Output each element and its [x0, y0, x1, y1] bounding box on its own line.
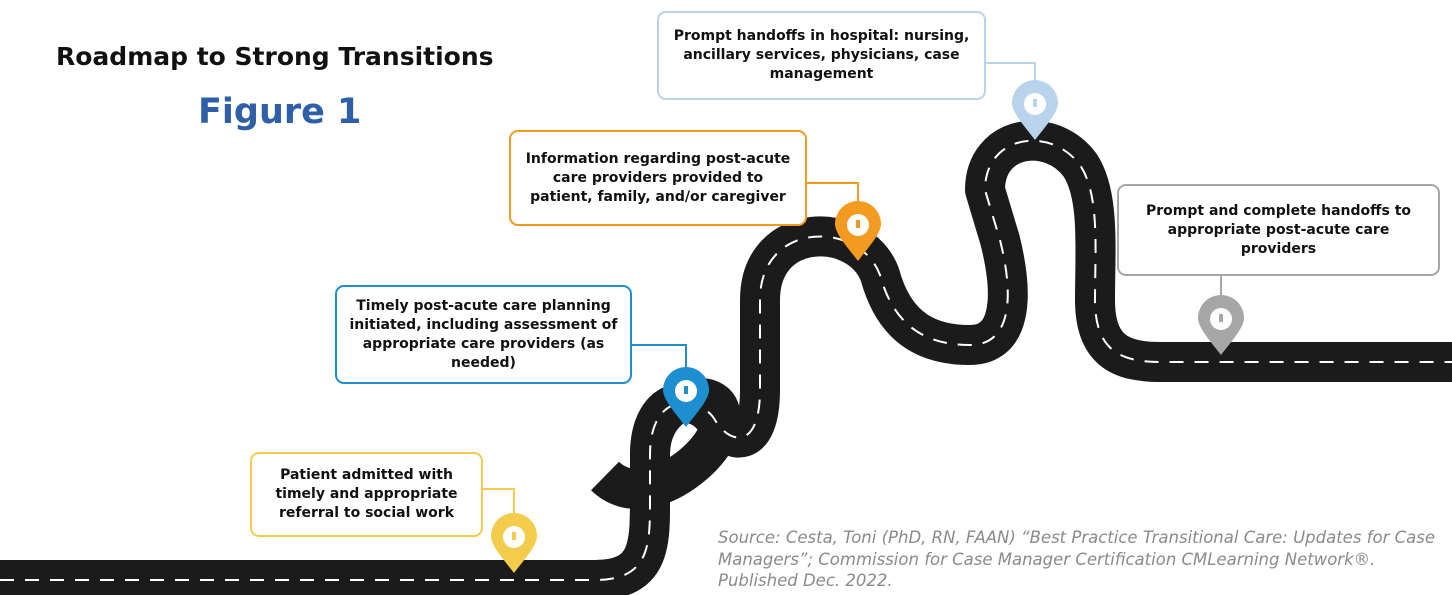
- step-3-box: Information regarding post-acute care pr…: [509, 130, 807, 226]
- step-4-connector: [986, 62, 1036, 81]
- connectors: [483, 62, 1222, 514]
- step-2-connector: [632, 344, 687, 368]
- location-pin-icon: [835, 201, 881, 261]
- step-2-box: Timely post-acute care planning initiate…: [335, 285, 632, 384]
- step-2-text: Timely post-acute care planning initiate…: [349, 297, 618, 371]
- figure-label: Figure 1: [198, 92, 362, 132]
- step-3-text: Information regarding post-acute care pr…: [525, 150, 791, 205]
- diagram-title: Roadmap to Strong Transitions: [56, 42, 494, 71]
- location-pin-icon: [663, 367, 709, 427]
- step-4-text: Prompt handoffs in hospital: nursing, an…: [673, 28, 970, 82]
- pins: [491, 80, 1244, 573]
- location-pin-icon: [1198, 295, 1244, 355]
- step-1-connector: [483, 488, 515, 514]
- step-4-box: Prompt handoffs in hospital: nursing, an…: [657, 11, 986, 100]
- step-5-text: Prompt and complete handoffs to appropri…: [1145, 202, 1412, 257]
- source-citation: Source: Cesta, Toni (PhD, RN, FAAN) “Bes…: [718, 528, 1435, 590]
- step-3-connector: [807, 182, 859, 202]
- step-1-box: Patient admitted with timely and appropr…: [250, 452, 483, 537]
- location-pin-icon: [1012, 80, 1058, 140]
- location-pin-icon: [491, 513, 537, 573]
- step-5-box: Prompt and complete handoffs to appropri…: [1117, 184, 1440, 276]
- step-1-text: Patient admitted with timely and appropr…: [275, 467, 458, 521]
